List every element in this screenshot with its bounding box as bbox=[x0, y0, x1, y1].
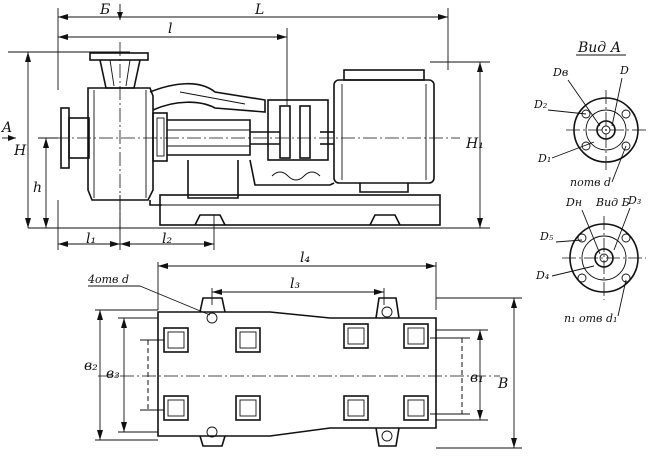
dim-b1: в₁ bbox=[470, 370, 484, 386]
dim-l2: l₂ bbox=[162, 231, 172, 247]
dim-B: В bbox=[497, 376, 508, 392]
side-elevation: L Б l H h A H₁ bbox=[0, 2, 490, 250]
label-D1: D₁ bbox=[537, 152, 551, 165]
dim-b3: в₃ bbox=[106, 366, 120, 382]
view-a-marker: A bbox=[0, 120, 12, 136]
dim-l1: l₁ bbox=[86, 231, 96, 247]
dim-H1: H₁ bbox=[465, 136, 484, 152]
holes-view-a: nотв d bbox=[570, 176, 611, 189]
dim-H: H bbox=[13, 143, 27, 159]
view-b: Вид Б Dн D₃ D₅ D₄ n₁ отв d₁ bbox=[535, 194, 646, 325]
label-D8: Dв bbox=[552, 66, 568, 79]
view-a: Вид А Dв D D₂ D₁ nотв d bbox=[533, 40, 646, 189]
label-Dn: Dн bbox=[565, 196, 582, 209]
dim-b-view: Б bbox=[99, 2, 110, 18]
label-D2: D₂ bbox=[533, 98, 547, 111]
holes-view-b: n₁ отв d₁ bbox=[564, 312, 617, 325]
dim-L: L bbox=[254, 2, 264, 18]
dim-l4: l₄ bbox=[300, 250, 310, 266]
dim-b2: в₂ bbox=[84, 358, 98, 374]
dim-l: l bbox=[168, 21, 172, 37]
label-D4: D₄ bbox=[535, 269, 549, 282]
label-D5: D₅ bbox=[539, 230, 554, 243]
dim-l3: l₃ bbox=[290, 276, 300, 292]
dim-h: h bbox=[33, 180, 42, 196]
holes-4-label: 4отв d bbox=[87, 273, 129, 286]
label-D3: D₃ bbox=[627, 194, 641, 207]
plan-view: l₄ l₃ 4отв d bbox=[84, 250, 522, 449]
view-b-title: Вид Б bbox=[595, 196, 630, 209]
label-D: D bbox=[619, 64, 629, 77]
view-a-title: Вид А bbox=[577, 40, 621, 56]
